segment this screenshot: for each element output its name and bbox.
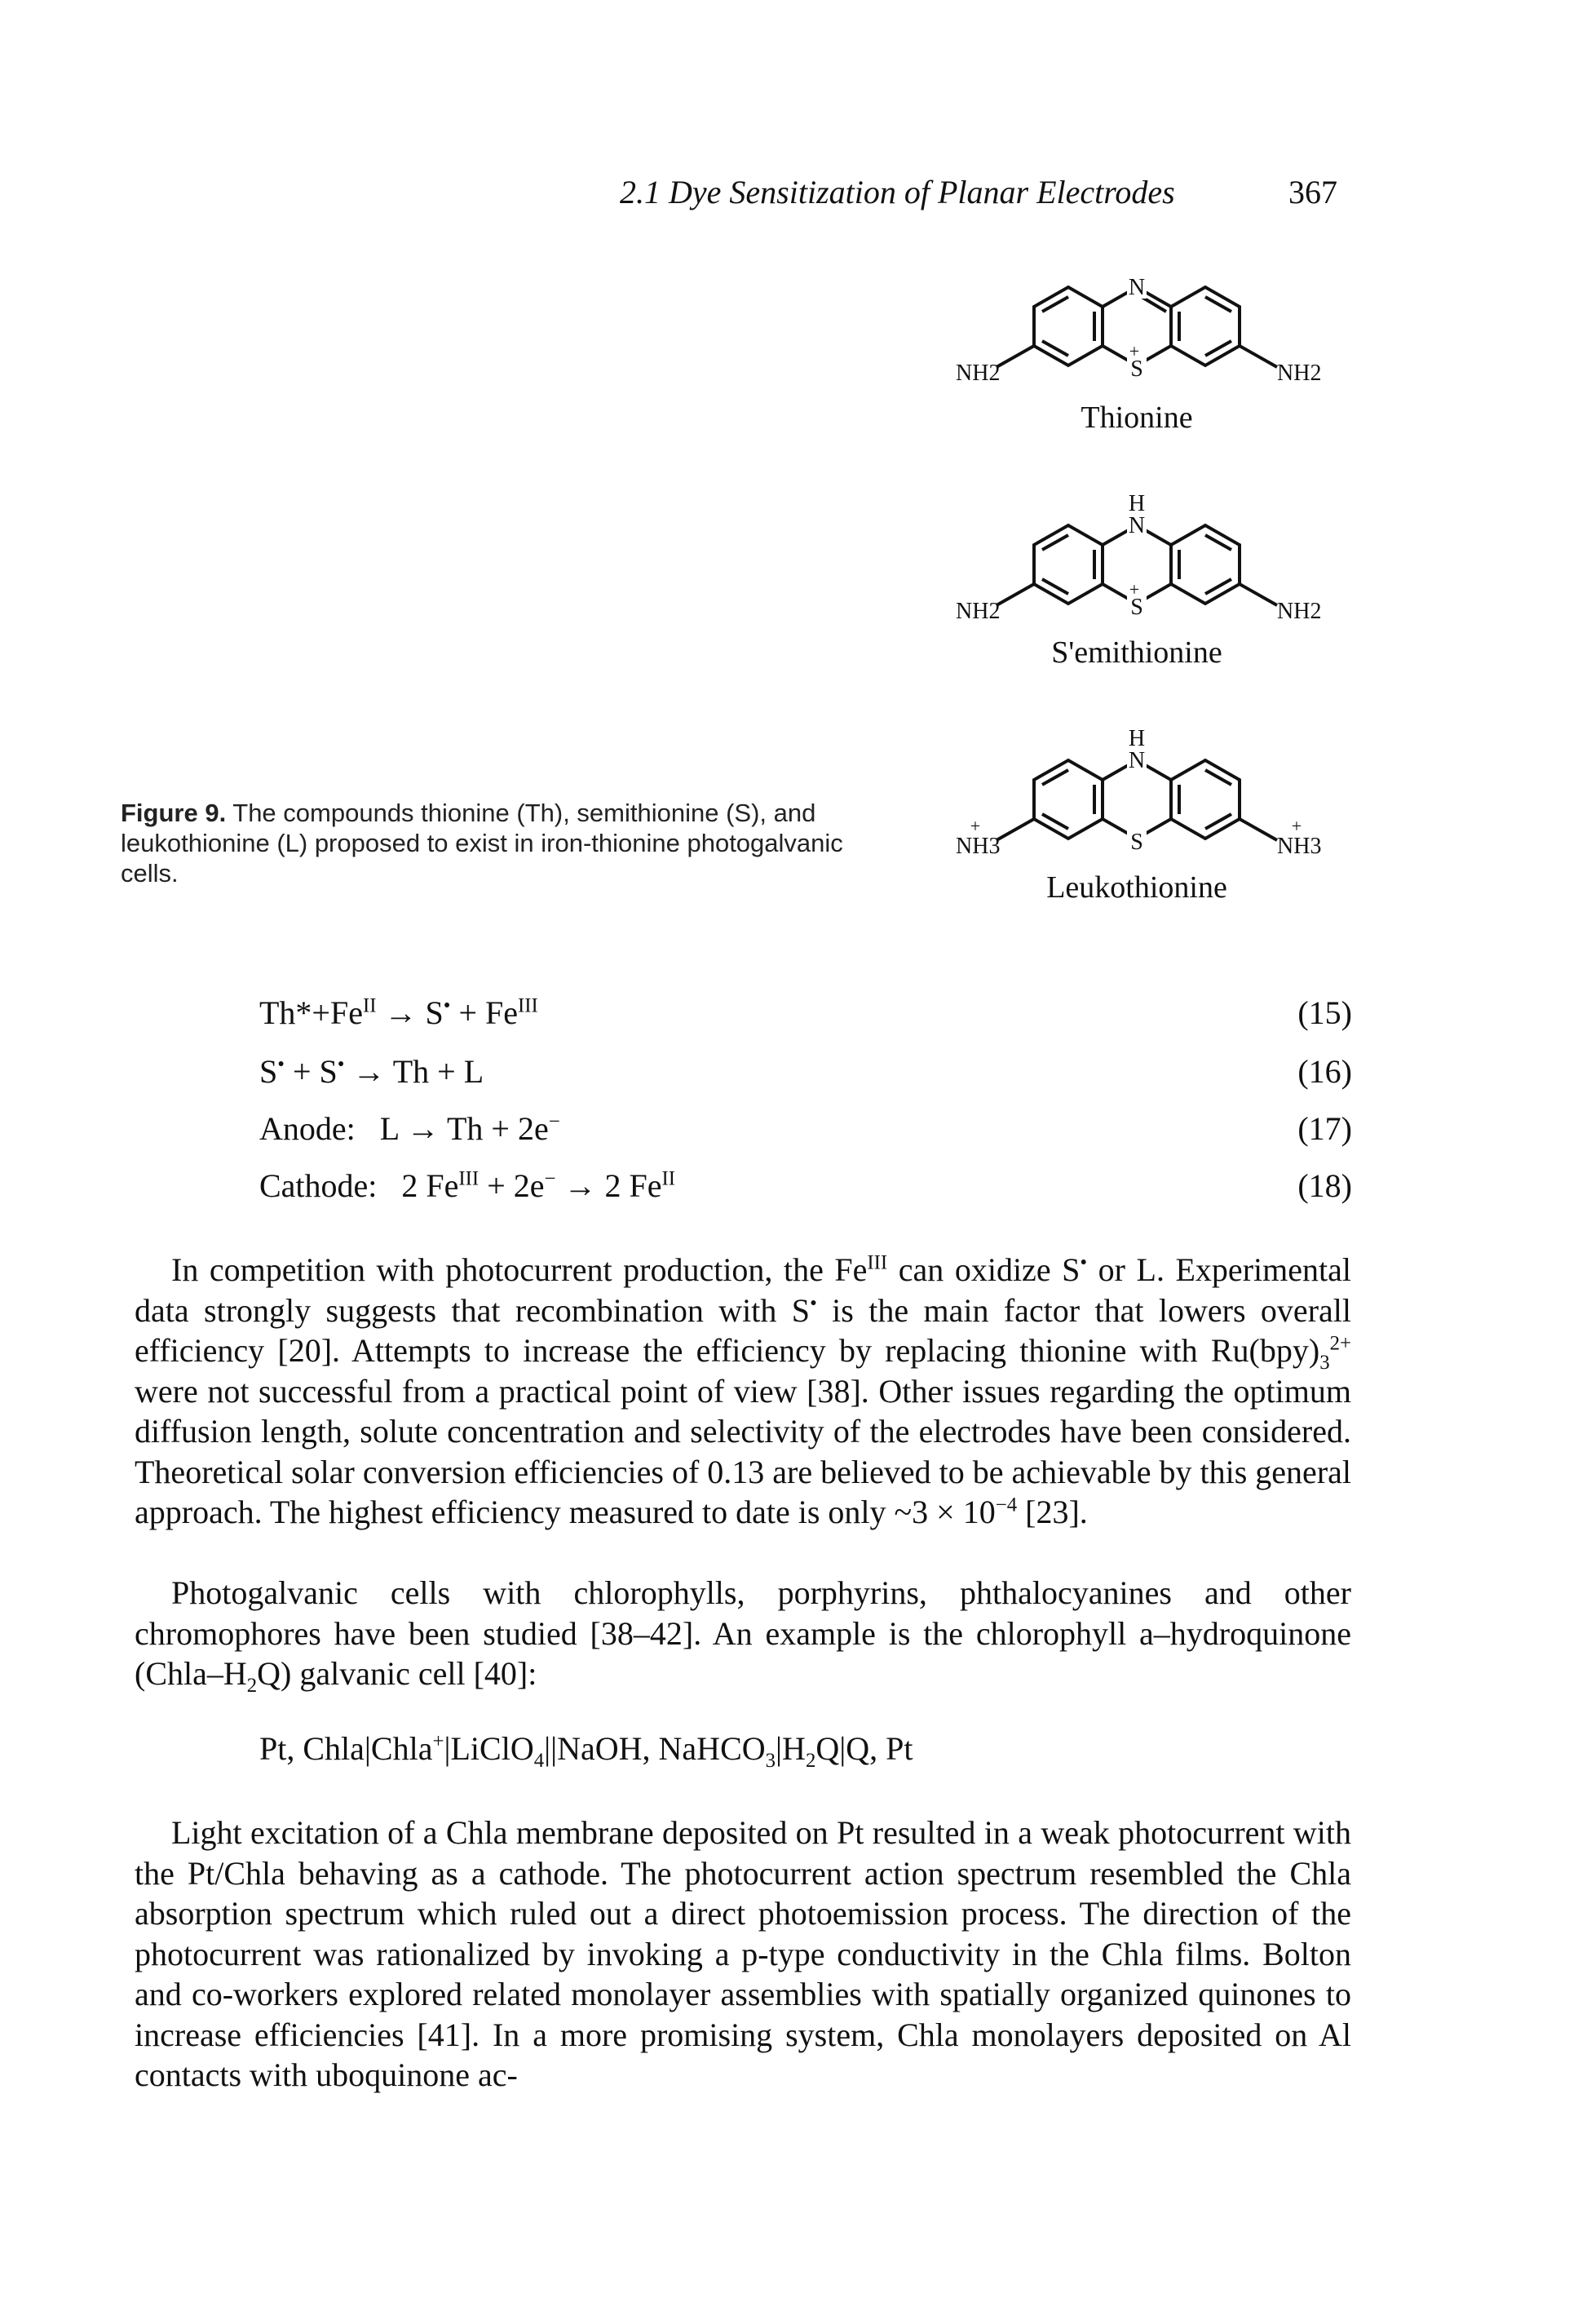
molecule-semithionine: N H S + NH2 NH2 S'emithionine (905, 475, 1362, 670)
ammonium-left: NH3 (956, 834, 1000, 859)
caption-text: The compounds thionine (Th), semithionin… (121, 799, 843, 888)
leukothionine-structure: N H S + + NH3 NH3 (956, 726, 1321, 859)
equation-number: (16) (1297, 1053, 1352, 1090)
amine-right: NH2 (1277, 361, 1321, 386)
svg-text:+: + (1129, 579, 1139, 600)
amine-right: NH2 (1277, 599, 1321, 624)
page-number: 367 (1288, 174, 1337, 210)
equation-18: Cathode: 2 FeIII + 2e− → 2 FeII (18) (259, 1166, 1352, 1212)
svg-text:+: + (970, 816, 980, 836)
svg-text:+: + (1292, 816, 1302, 836)
ring-atom-s: S (1130, 595, 1143, 620)
svg-text:+: + (1129, 341, 1139, 361)
equation-17: Anode: L → Th + 2e− (17) (259, 1109, 1352, 1155)
ring-atom-n: N (1129, 748, 1145, 773)
ring-atom-h: H (1129, 726, 1145, 751)
equation-16: S• + S• → Th + L (16) (259, 1052, 1352, 1098)
equation-body: Anode: L → Th + 2e− (259, 1110, 560, 1147)
molecule-name: Thionine (1081, 401, 1193, 435)
paragraph-light-excitation: Light excitation of a Chla membrane depo… (135, 1814, 1351, 2093)
running-header: 2.1 Dye Sensitization of Planar Electrod… (620, 173, 1337, 222)
equation-number: (17) (1297, 1110, 1352, 1147)
equation-body: S• + S• → Th + L (259, 1053, 484, 1090)
amine-left: NH2 (956, 599, 1000, 624)
equation-number: (15) (1297, 994, 1352, 1031)
thionine-structure: N S + NH2 NH2 (956, 274, 1321, 386)
section-title: 2.1 Dye Sensitization of Planar Electrod… (620, 174, 1175, 210)
equation-15: Th*+FeII → S• + FeIII (15) (259, 994, 1352, 1039)
figure-caption: Figure 9. The compounds thionine (Th), s… (121, 798, 879, 888)
cell-notation: Pt, Chla|Chla+|LiClO4||NaOH, NaHCO3|H2Q|… (259, 1730, 913, 1772)
ring-atom-n: N (1129, 275, 1145, 300)
molecule-name: S'emithionine (1051, 635, 1222, 670)
semithionine-structure: N H S + NH2 NH2 (956, 491, 1321, 624)
caption-label: Figure 9. (121, 799, 227, 827)
ammonium-right: NH3 (1277, 834, 1321, 859)
paragraph-competition: In competition with photocurrent product… (135, 1251, 1351, 1530)
ring-atom-h: H (1129, 491, 1145, 516)
molecule-thionine: N S + NH2 NH2 Thionine (905, 237, 1362, 435)
equation-body: Cathode: 2 FeIII + 2e− → 2 FeII (259, 1167, 676, 1204)
molecule-leukothionine: N H S + + NH3 NH3 Leukothionine (905, 710, 1362, 905)
molecule-name: Leukothionine (1046, 870, 1227, 905)
ring-atom-n: N (1129, 513, 1145, 538)
ring-atom-s: S (1130, 830, 1143, 855)
amine-left: NH2 (956, 361, 1000, 386)
equation-number: (18) (1297, 1167, 1352, 1204)
equation-body: Th*+FeII → S• + FeIII (259, 994, 538, 1031)
paragraph-photogalvanic: Photogalvanic cells with chlorophylls, p… (135, 1574, 1351, 1697)
ring-atom-s: S (1130, 356, 1143, 382)
